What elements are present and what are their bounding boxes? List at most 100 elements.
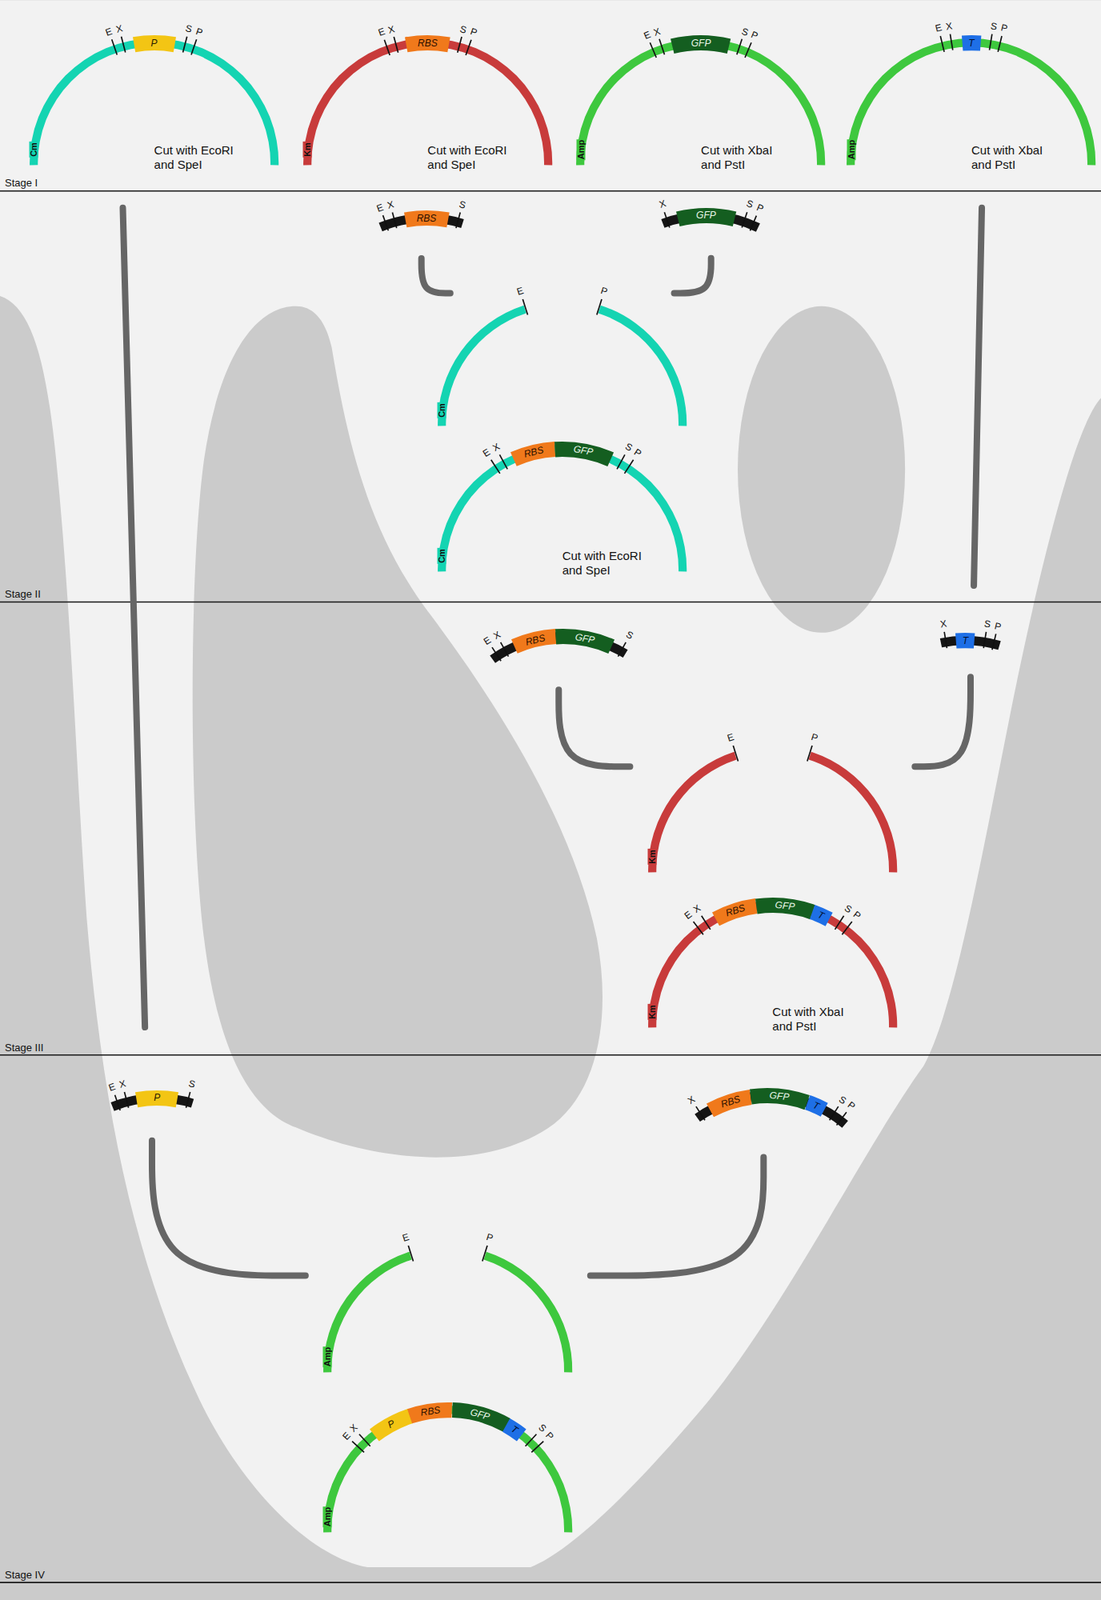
construct-shape xyxy=(317,1240,578,1374)
restriction-site: P xyxy=(632,447,644,459)
restriction-site: X xyxy=(115,23,125,35)
flow-connector xyxy=(914,676,971,767)
flow-connector xyxy=(152,1141,306,1277)
restriction-site: X xyxy=(939,619,948,630)
restriction-site: S xyxy=(837,1093,849,1106)
stage-label: Stage II xyxy=(4,588,41,600)
construct-shape xyxy=(24,32,285,167)
restriction-site: E xyxy=(340,1430,353,1442)
dna-fragment: RBSGFPT xyxy=(691,1086,852,1133)
genetic-part: P xyxy=(368,1407,415,1444)
restriction-site: X xyxy=(944,20,953,32)
restriction-site: E xyxy=(516,285,525,297)
genetic-part: RBS xyxy=(710,896,759,928)
restriction-site: P xyxy=(468,26,479,38)
restriction-site: X xyxy=(348,1422,360,1434)
genetic-part: GFP xyxy=(668,33,733,56)
restriction-site: P xyxy=(544,1430,556,1442)
genetic-part: GFP xyxy=(674,206,738,229)
restriction-site: E xyxy=(481,447,493,459)
restriction-site: X xyxy=(686,1093,697,1106)
stage-label: Stage III xyxy=(4,1042,44,1053)
restriction-site: X xyxy=(491,629,502,641)
cut-instruction: Cut with EcoRI and SpeI xyxy=(427,143,514,173)
genetic-part: P xyxy=(133,1088,181,1110)
genetic-part: RBS xyxy=(704,1088,753,1119)
background-region xyxy=(192,306,603,1158)
restriction-site: P xyxy=(599,285,609,297)
genetic-part: GFP xyxy=(748,1086,812,1112)
restriction-site: X xyxy=(652,26,662,38)
restriction-site: S xyxy=(623,441,634,453)
part-label: GFP xyxy=(691,38,712,49)
part-label: T xyxy=(968,38,974,49)
plasmid-vector: AmpPRBSGFPT xyxy=(317,1400,578,1534)
dna-fragment: T xyxy=(937,631,1004,655)
genetic-part: T xyxy=(960,33,983,53)
cut-instruction: Cut with XbaI and PstI xyxy=(971,143,1050,173)
part-label: T xyxy=(962,636,969,646)
restriction-site: P xyxy=(755,202,765,214)
restriction-site: S xyxy=(458,199,468,211)
genetic-part: T xyxy=(808,903,835,929)
restriction-site: S xyxy=(188,1078,197,1090)
stage-divider xyxy=(0,601,1101,604)
restriction-site: S xyxy=(983,619,992,630)
construct-shape xyxy=(317,1400,578,1534)
stage-divider xyxy=(0,190,1101,193)
restriction-site: P xyxy=(809,732,819,745)
part-label: P xyxy=(153,1092,161,1103)
restriction-site: E xyxy=(725,732,735,745)
restriction-site: S xyxy=(624,629,636,641)
resistance-marker: Km xyxy=(647,1004,657,1021)
construct-shape xyxy=(432,293,693,428)
construct-shape xyxy=(840,32,1101,167)
dna-fragment: P xyxy=(108,1088,197,1116)
dna-fragment: RBSGFP xyxy=(486,627,632,668)
part-label: GFP xyxy=(696,210,717,221)
restriction-site: X xyxy=(117,1078,127,1090)
part-label: RBS xyxy=(416,213,437,224)
genetic-part: GFP xyxy=(753,896,817,921)
restriction-site: S xyxy=(745,198,755,210)
restriction-site: E xyxy=(376,202,386,214)
part-label: P xyxy=(151,38,158,49)
stage-label: Stage IV xyxy=(4,1569,45,1581)
restriction-site: E xyxy=(934,23,944,35)
cut-instruction: Cut with XbaI and PstI xyxy=(772,1004,851,1034)
cut-backbone: Amp xyxy=(317,1240,578,1374)
restriction-site: X xyxy=(387,24,397,36)
genetic-part: GFP xyxy=(553,627,617,656)
restriction-site: S xyxy=(184,23,194,35)
restriction-site: E xyxy=(107,1081,117,1093)
restriction-site: E xyxy=(482,635,493,647)
restriction-site: S xyxy=(989,20,998,32)
dna-fragment: GFP xyxy=(658,206,764,237)
background-region xyxy=(737,306,905,633)
cut-instruction: Cut with EcoRI and SpeI xyxy=(154,143,241,173)
genetic-part: T xyxy=(803,1093,830,1119)
flow-connector xyxy=(123,208,146,1028)
flow-connector xyxy=(558,689,630,767)
restriction-site: P xyxy=(851,909,863,921)
resistance-marker: Amp xyxy=(576,139,585,161)
resistance-marker: Km xyxy=(647,848,657,865)
cut-instruction: Cut with EcoRI and SpeI xyxy=(562,548,649,578)
resistance-marker: Amp xyxy=(323,1346,333,1368)
resistance-marker: Amp xyxy=(846,139,856,161)
restriction-site: E xyxy=(401,1232,411,1244)
genetic-part: RBS xyxy=(403,33,453,54)
restriction-site: X xyxy=(691,903,702,915)
restriction-site: E xyxy=(104,26,114,38)
plasmid-vector: Amp T xyxy=(840,32,1101,167)
flow-connector xyxy=(973,208,982,586)
stage-divider xyxy=(0,1054,1101,1057)
construct-shape xyxy=(642,740,903,874)
